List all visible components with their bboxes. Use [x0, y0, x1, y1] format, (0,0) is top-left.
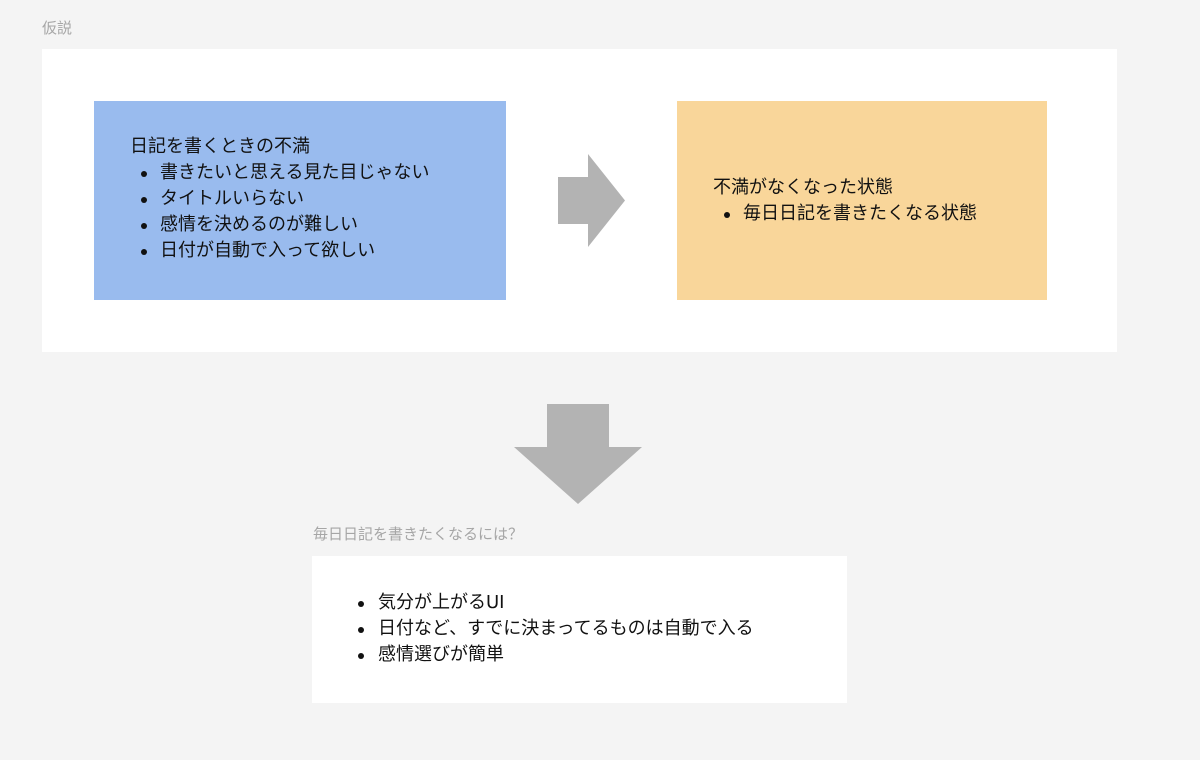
current-complaints-list: 書きたいと思える見た目じゃない タイトルいらない 感情を決めるのが難しい 日付が…	[130, 160, 506, 264]
idea-item: 気分が上がるUI	[344, 590, 754, 616]
ideas-content: 気分が上がるUI 日付など、すでに決まってるものは自動で入る 感情選びが簡単	[344, 590, 754, 668]
hypothesis-label: 仮説	[42, 19, 73, 37]
ideas-list: 気分が上がるUI 日付など、すでに決まってるものは自動で入る 感情選びが簡単	[344, 590, 754, 668]
complaint-item: タイトルいらない	[130, 186, 506, 212]
goal-state-title: 不満がなくなった状態	[713, 177, 893, 198]
question-label: 毎日日記を書きたくなるには？	[313, 525, 524, 543]
complaint-item: 書きたいと思える見た目じゃない	[130, 160, 506, 186]
complaint-item: 日付が自動で入って欲しい	[130, 238, 506, 264]
arrow-right-icon	[558, 154, 625, 247]
goal-state-list: 毎日日記を書きたくなる状態	[713, 201, 1047, 227]
idea-item: 日付など、すでに決まってるものは自動で入る	[344, 616, 754, 642]
idea-item: 感情選びが簡単	[344, 642, 754, 668]
complaint-item: 感情を決めるのが難しい	[130, 212, 506, 238]
current-complaints-title: 日記を書くときの不満	[130, 136, 310, 157]
arrow-down-icon	[514, 404, 642, 504]
ideas-panel	[312, 556, 847, 703]
goal-state-card: 不満がなくなった状態 毎日日記を書きたくなる状態	[677, 101, 1047, 300]
current-complaints-card: 日記を書くときの不満 書きたいと思える見た目じゃない タイトルいらない 感情を決…	[94, 101, 506, 300]
goal-item: 毎日日記を書きたくなる状態	[713, 201, 1047, 227]
